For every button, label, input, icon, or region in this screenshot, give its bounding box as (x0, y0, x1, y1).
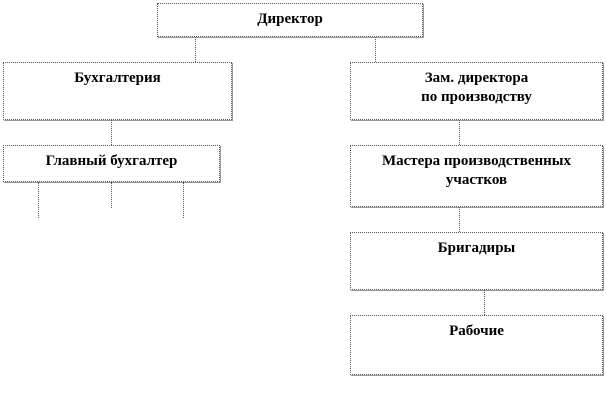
node-label: Директор (257, 11, 323, 27)
node-label: по производству (421, 89, 532, 105)
connector-line (459, 207, 460, 232)
node-foremen: Бригадиры (350, 232, 603, 290)
node-director: Директор (157, 3, 423, 37)
connector-line (38, 182, 39, 218)
node-label: участков (445, 172, 508, 188)
node-label: Рабочие (449, 323, 504, 339)
connector-line (484, 290, 485, 315)
node-site-masters: Мастера производственных участков (350, 145, 603, 207)
node-workers: Рабочие (350, 315, 603, 375)
connector-line (111, 120, 112, 145)
connector-line (111, 182, 112, 208)
node-chief-accountant: Главный бухгалтер (3, 145, 220, 182)
node-label: Бухгалтерия (74, 70, 161, 86)
node-label: Главный бухгалтер (45, 153, 178, 169)
connector-line (183, 182, 184, 218)
node-label: Мастера производственных (381, 153, 572, 169)
node-accounting: Бухгалтерия (3, 62, 232, 120)
connector-line (459, 120, 460, 145)
connector-line (195, 37, 196, 62)
connector-line (375, 37, 376, 62)
node-label: Зам. директора (424, 70, 529, 86)
node-deputy-director: Зам. директора по производству (350, 62, 603, 120)
node-label: Бригадиры (437, 240, 516, 256)
